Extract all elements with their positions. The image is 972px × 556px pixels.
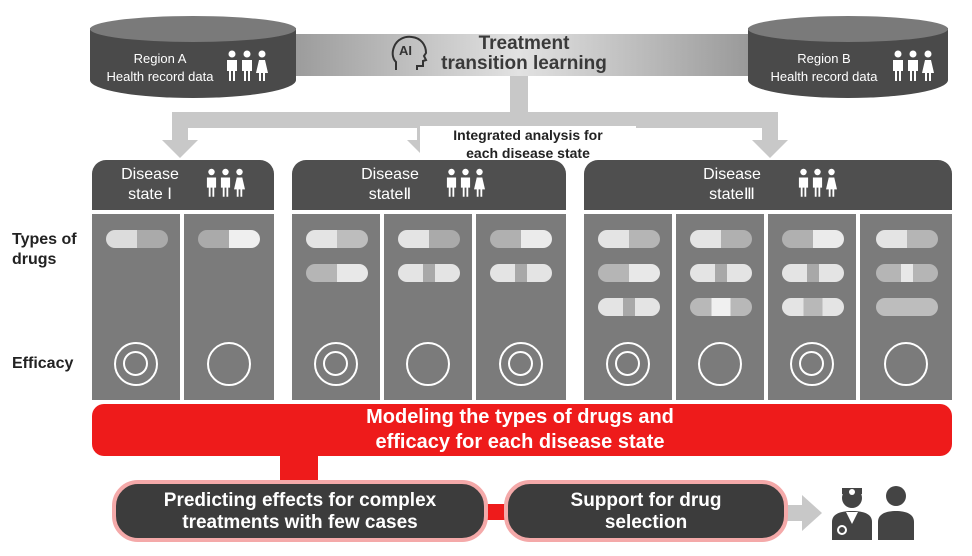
modeling-text: Modeling the types of drugs and efficacy…: [260, 405, 780, 455]
ai-icon-text: AI: [399, 43, 412, 58]
support-line2: selection: [604, 512, 688, 533]
efficacy-ring-icon: [406, 342, 450, 386]
efficacy-ring-icon: [698, 342, 742, 386]
integrated-analysis-label: Integrated analysis for each disease sta…: [420, 126, 636, 162]
capsule-icon: [398, 230, 460, 248]
types-line2: drugs: [12, 251, 57, 268]
capsule-icon: [306, 264, 368, 282]
region-a-sublabel: Health record data: [106, 69, 214, 84]
predict-line1: Predicting effects for complex: [163, 490, 437, 511]
efficacy-ring-icon: [884, 342, 928, 386]
capsule-icon: [490, 264, 552, 282]
modeling-line2: efficacy for each disease state: [375, 431, 665, 453]
efficacy-ring-icon: [606, 342, 650, 386]
doctor-icon: [832, 488, 872, 540]
types-line1: Types of: [12, 231, 77, 248]
title: Treatment transition learning: [426, 34, 622, 74]
efficacy-ring-icon: [790, 342, 834, 386]
predict-line2: treatments with few cases: [182, 512, 418, 533]
support-drug-selection-box: Support for drug selection: [504, 480, 788, 542]
ai-head-icon: AI: [390, 34, 428, 74]
state-3-line2: stateⅢ: [709, 186, 755, 203]
efficacy-ring-icon: [499, 342, 543, 386]
region-a-label: Region A: [133, 51, 187, 66]
capsule-icon: [876, 298, 938, 316]
region-b-label: Region B: [797, 51, 851, 66]
disease-state-1-header: Disease state Ⅰ: [92, 160, 274, 210]
capsule-icon: [690, 298, 752, 316]
predicting-effects-box: Predicting effects for complex treatment…: [112, 480, 488, 542]
capsule-icon: [198, 230, 260, 248]
capsule-icon: [598, 298, 660, 316]
capsule-icon: [598, 264, 660, 282]
efficacy-ring-icon: [114, 342, 158, 386]
types-of-drugs-label: Types of drugs: [12, 230, 77, 270]
support-line1: Support for drug: [570, 490, 722, 511]
capsule-icon: [876, 230, 938, 248]
modeling-band: [92, 404, 952, 456]
state-2-line2: stateⅡ: [368, 186, 412, 203]
capsule-icon: [490, 230, 552, 248]
state-1-line2: state Ⅰ: [128, 186, 172, 203]
state-3-line1: Disease: [703, 166, 761, 183]
disease-state-2-header: Disease stateⅡ: [292, 160, 566, 210]
capsule-icon: [690, 264, 752, 282]
capsule-icon: [398, 264, 460, 282]
efficacy-label: Efficacy: [12, 355, 74, 372]
efficacy-ring-icon: [207, 342, 251, 386]
capsule-icon: [782, 230, 844, 248]
capsule-icon: [598, 230, 660, 248]
efficacy-ring-icon: [314, 342, 358, 386]
state-2-line1: Disease: [361, 166, 419, 183]
capsule-icon: [876, 264, 938, 282]
capsule-icon: [106, 230, 168, 248]
title-line2: transition learning: [441, 53, 607, 74]
people-icon: [206, 168, 245, 198]
capsule-icon: [306, 230, 368, 248]
state-1-line1: Disease: [121, 166, 179, 183]
title-line1: Treatment: [478, 33, 570, 54]
modeling-line1: Modeling the types of drugs and: [366, 406, 674, 428]
people-icon: [892, 50, 934, 82]
capsule-icon: [782, 298, 844, 316]
disease-state-3-header: Disease stateⅢ: [584, 160, 952, 210]
capsule-icon: [782, 264, 844, 282]
people-icon: [446, 168, 485, 198]
region-b-sublabel: Health record data: [770, 69, 878, 84]
people-icon: [798, 168, 837, 198]
capsule-icon: [690, 230, 752, 248]
integrated-line1: Integrated analysis for: [453, 127, 603, 143]
patient-icon: [878, 486, 914, 540]
people-icon: [226, 50, 268, 82]
integrated-line2: each disease state: [466, 145, 590, 161]
